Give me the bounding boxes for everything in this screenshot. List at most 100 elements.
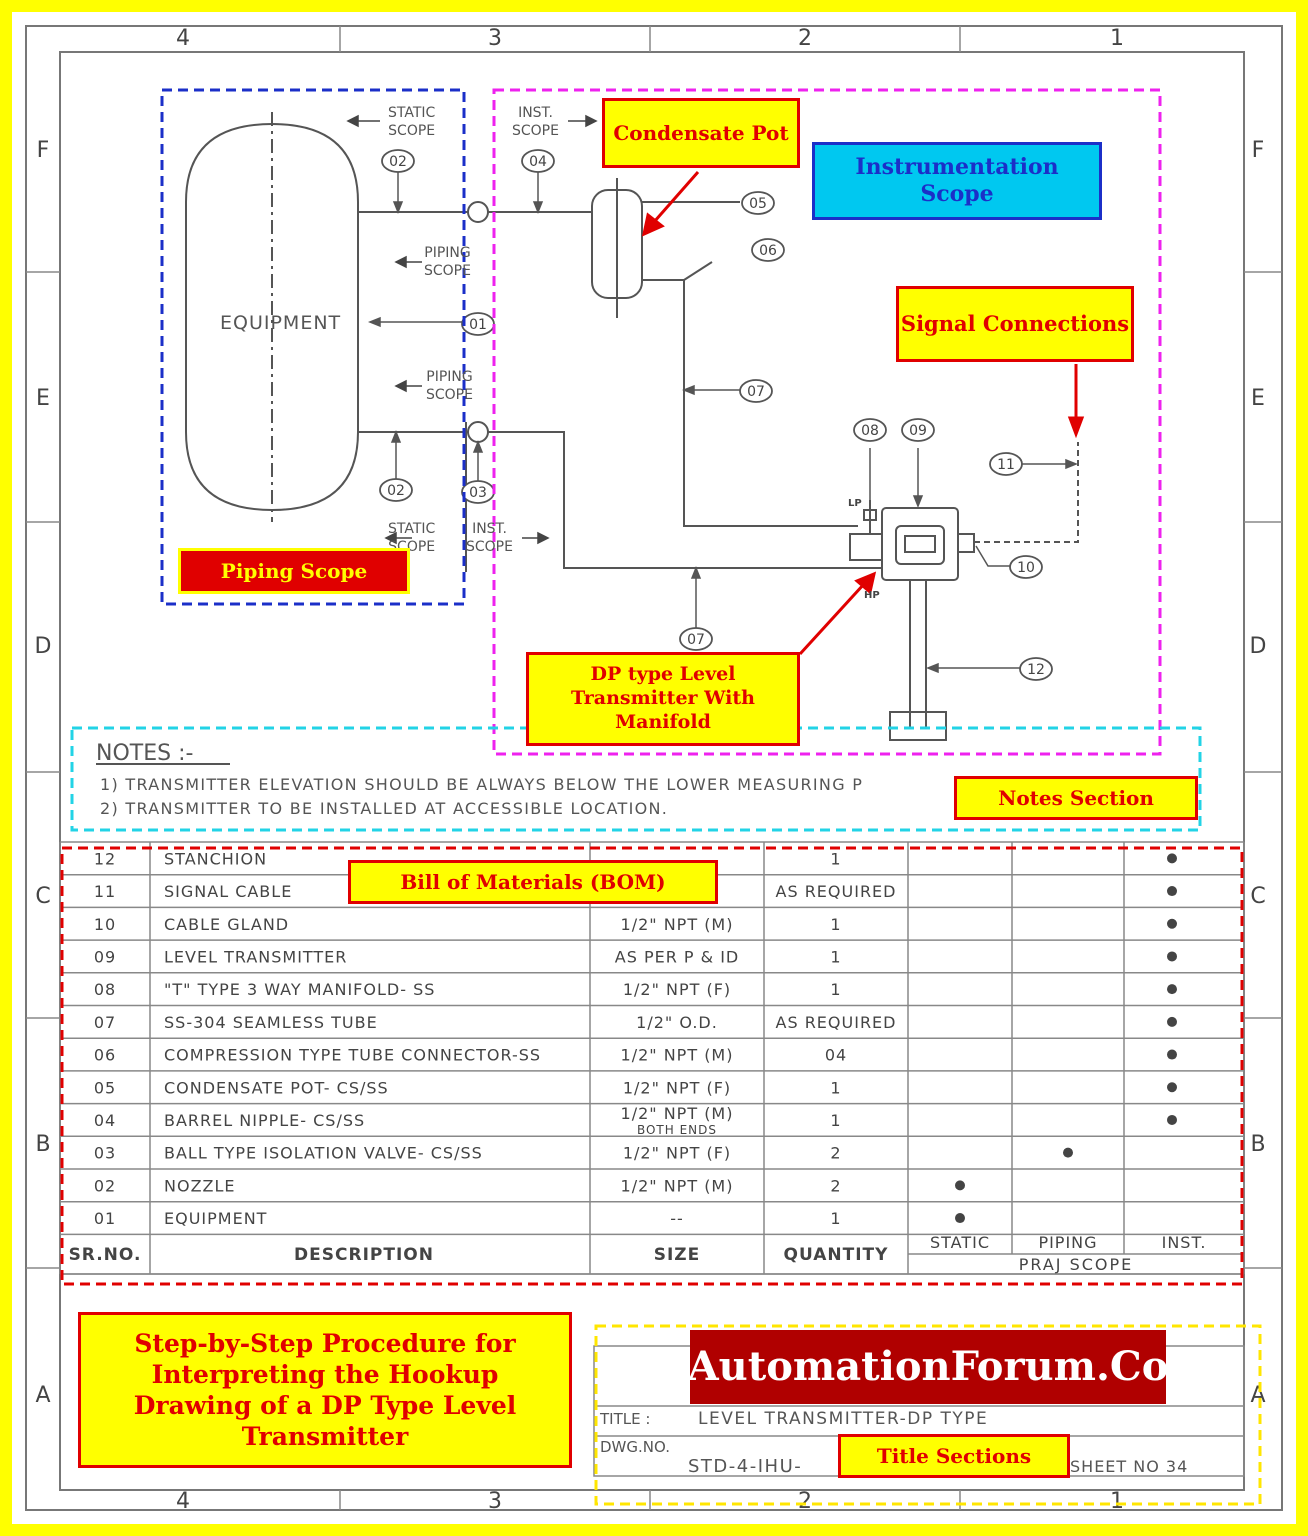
sheet-number: SHEET NO 34 (1070, 1457, 1188, 1476)
bom-quantity-cell: 1 (830, 947, 841, 966)
bom-callout: Bill of Materials (BOM) (348, 860, 718, 904)
grid-column-label: 1 (1110, 1489, 1124, 1514)
instrumentation-scope-box (492, 88, 1162, 756)
balloon-number: 08 (861, 423, 879, 439)
title-block-text: TITLE : LEVEL TRANSMITTER-DP TYPE DWG.NO… (599, 1409, 1188, 1477)
balloon-outline (751, 238, 785, 262)
grid-row-label: D (35, 634, 52, 659)
signal-cable-line (974, 442, 1079, 543)
balloon-number: 10 (1017, 560, 1035, 576)
balloon-outline (989, 452, 1023, 476)
bom-sr-cell: 03 (94, 1144, 116, 1163)
item-balloon-06: 06 (751, 238, 785, 262)
balloon-number: 02 (387, 483, 405, 499)
bom-header-inst: INST. (1162, 1233, 1207, 1252)
bom-description-cell: CABLE GLAND (164, 915, 289, 934)
bom-sr-cell: 11 (94, 882, 116, 901)
bom-sr-cell: 05 (94, 1078, 116, 1097)
bom-scope-dot (1167, 918, 1177, 929)
balloon-outline (901, 418, 935, 442)
balloon-outline (679, 627, 713, 651)
balloon-number: 06 (759, 243, 777, 259)
balloon-number: 02 (389, 154, 407, 170)
bom-description-cell: SIGNAL CABLE (164, 882, 292, 901)
bom-scope-dot (1167, 984, 1177, 995)
condensate-pot-callout: Condensate Pot (602, 98, 800, 168)
grid-row-label: C (1250, 884, 1265, 909)
item-balloon-12: 12 (1019, 657, 1053, 681)
inst-scope-label-top: INST. SCOPE (512, 104, 559, 140)
bom-header-sr: SR.NO. (69, 1245, 142, 1265)
balloon-number: 12 (1027, 662, 1045, 678)
dp-transmitter-callout: DP type Level Transmitter With Manifold (526, 652, 800, 746)
bom-quantity-cell: AS REQUIRED (776, 1013, 897, 1032)
balloon-outline (1009, 555, 1043, 579)
hp-label: HP (864, 590, 880, 601)
bom-header-piping: PIPING (1038, 1233, 1097, 1252)
inst-word: INST. (472, 521, 507, 537)
balloon-outline (381, 149, 415, 173)
item-balloon-02: 02 (379, 478, 413, 502)
lp-impulse-tube (642, 279, 858, 527)
balloon-number: 01 (469, 317, 487, 333)
bom-sr-cell: 10 (94, 915, 116, 934)
bom-sr-cell: 02 (94, 1176, 116, 1195)
note-2: 2) TRANSMITTER TO BE INSTALLED AT ACCESS… (100, 799, 668, 818)
bom-sr-cell: 01 (94, 1209, 116, 1228)
title-value: LEVEL TRANSMITTER-DP TYPE (698, 1409, 988, 1429)
bom-description-cell: COMPRESSION TYPE TUBE CONNECTOR-SS (164, 1046, 541, 1065)
bom-scope-dot (1063, 1147, 1073, 1158)
outer-border (25, 25, 1283, 1511)
bom-size-cell-note: BOTH ENDS (637, 1123, 717, 1137)
bom-quantity-cell: 1 (830, 1078, 841, 1097)
item-balloon-02: 02 (381, 149, 415, 173)
inner-border (59, 51, 1245, 1491)
scope-word: SCOPE (512, 123, 559, 139)
bom-sr-cell: 04 (94, 1111, 116, 1130)
bom-size-cell: 1/2" NPT (M) (621, 1176, 734, 1195)
bom-size-cell: 1/2" NPT (M) (621, 1046, 734, 1065)
bom-header-description: DESCRIPTION (294, 1245, 434, 1265)
bom-scope-dot (1167, 886, 1177, 897)
bom-quantity-cell: 1 (830, 1209, 841, 1228)
bom-description-cell: SS-304 SEAMLESS TUBE (164, 1013, 378, 1032)
bom-scope-dot (1167, 1082, 1177, 1093)
grid-row-label: A (1250, 1383, 1265, 1408)
bom-scope-dot (1167, 853, 1177, 864)
grid-row-label: E (1251, 386, 1265, 411)
piping-scope-label-1: PIPING SCOPE (424, 244, 471, 280)
bom-description-cell: STANCHION (164, 849, 267, 868)
balloon-number: 11 (997, 457, 1015, 473)
balloon-outline (521, 149, 555, 173)
bom-sr-cell: 09 (94, 947, 116, 966)
balloon-number: 07 (747, 384, 765, 400)
connector-06-leader (683, 261, 713, 281)
bom-description-cell: LEVEL TRANSMITTER (164, 947, 347, 966)
bom-size-cell: -- (670, 1209, 684, 1228)
bom-sr-cell: 06 (94, 1046, 116, 1065)
brand-banner: AutomationForum.Co (688, 1330, 1168, 1404)
scope-word: SCOPE (426, 387, 473, 403)
title-label: TITLE : (599, 1410, 650, 1428)
balloon-outline (853, 418, 887, 442)
piping-word: PIPING (424, 245, 471, 261)
bom-description-cell: EQUIPMENT (164, 1209, 267, 1228)
bom-size-cell: 1/2" NPT (F) (623, 980, 731, 999)
balloon-outline (1019, 657, 1053, 681)
bom-size-cell: AS PER P & ID (615, 947, 739, 966)
stanchion-base (889, 711, 947, 741)
balloon-outline (739, 379, 773, 403)
grid-column-label: 1 (1110, 26, 1124, 51)
lp-port (863, 509, 877, 521)
notes-heading: NOTES :- (96, 741, 193, 766)
bom-scope-dot (1167, 951, 1177, 962)
balloon-number: 09 (909, 423, 927, 439)
transmitter-display (904, 535, 936, 553)
